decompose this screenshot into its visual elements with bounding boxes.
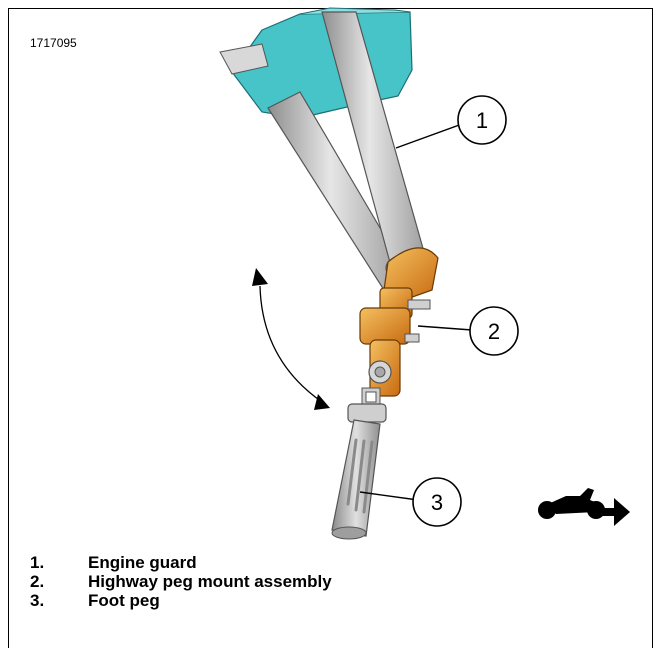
motorcycle-direction-icon [538,488,630,526]
callout-3: 3 [412,477,462,527]
figure-id: 1717095 [30,36,77,50]
peg-mount-assembly [359,247,439,419]
legend: 1. Engine guard 2. Highway peg mount ass… [30,553,332,610]
teal-bracket [219,7,413,119]
callout-2: 2 [469,306,519,356]
legend-item: 3. Foot peg [30,591,160,610]
svg-text:3: 3 [431,490,443,515]
svg-text:2: 2 [488,319,500,344]
callout-leaders [359,123,473,501]
illustration: 1 2 3 [219,7,630,540]
callout-1: 1 [457,95,507,145]
foot-peg [331,403,387,540]
svg-text:1: 1 [476,108,488,133]
legend-item: 1. Engine guard [30,553,197,572]
legend-item: 2. Highway peg mount assembly [30,572,332,591]
rotation-arrow [252,268,330,410]
